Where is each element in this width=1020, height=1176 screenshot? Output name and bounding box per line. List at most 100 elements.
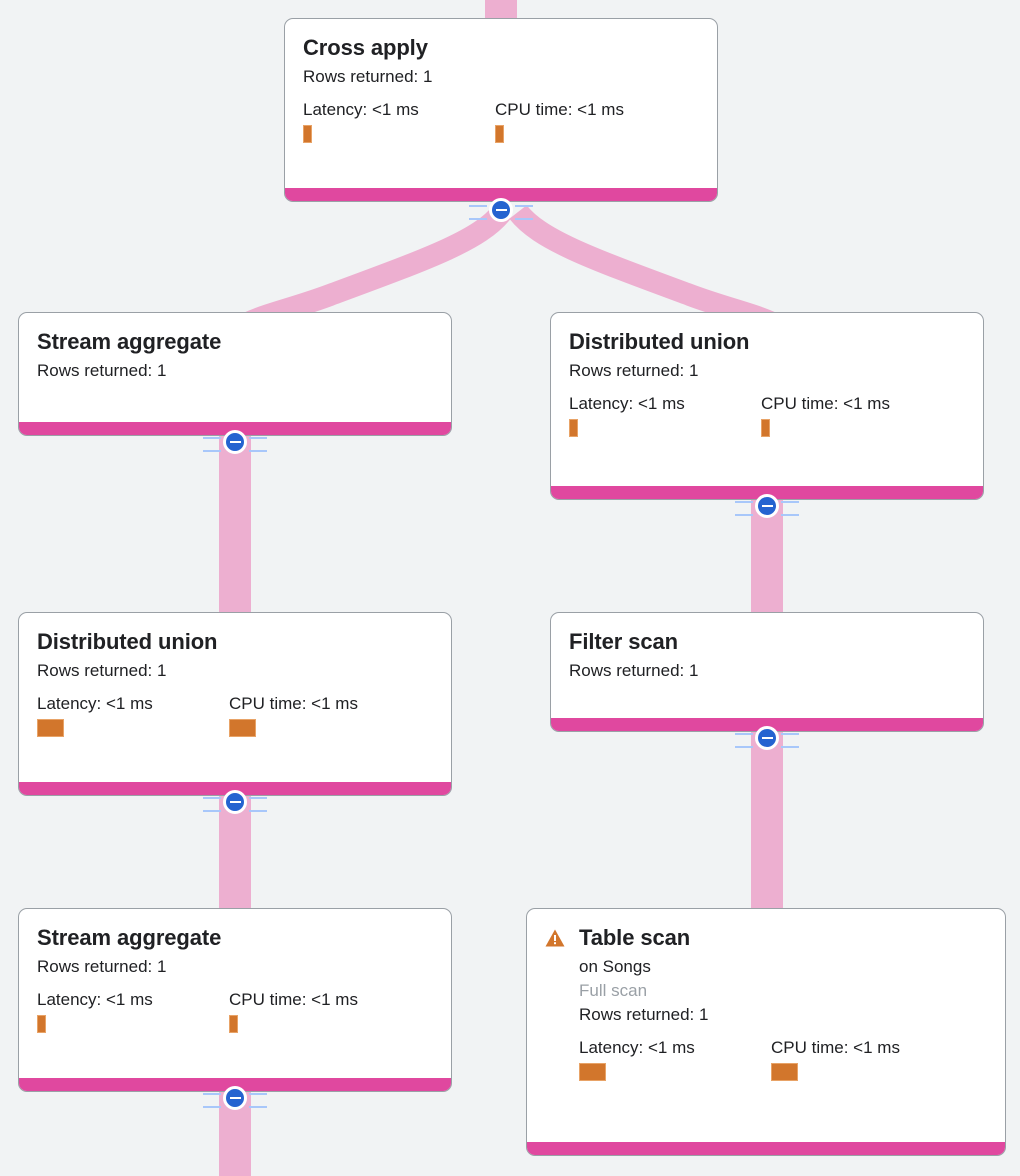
collapse-toggle-stream-aggregate-2[interactable] [203,1083,267,1113]
plan-node-table-scan[interactable]: Table scan on Songs Full scan Rows retur… [526,908,1006,1156]
collapse-toggle-cross-apply[interactable] [469,195,533,225]
edge-distributed-union-right-to-filter-scan [751,498,783,624]
node-content: Stream aggregate Rows returned: 1 Latenc… [37,925,433,1033]
collapse-toggle-stream-aggregate-1[interactable] [203,427,267,457]
plan-node-distributed-union-left[interactable]: Distributed union Rows returned: 1 Laten… [18,612,452,796]
metric-cpu-time: CPU time: <1 ms [229,989,421,1033]
warning-slot [545,925,579,947]
edge-incoming-top [485,0,517,20]
node-content: Stream aggregate Rows returned: 1 [37,329,433,383]
minus-glyph [761,737,773,739]
metric-cpu-time: CPU time: <1 ms [761,393,953,437]
metric-latency-label: Latency: <1 ms [579,1038,695,1057]
node-footer-bar [551,718,983,731]
node-body: Filter scan Rows returned: 1 [551,613,983,718]
node-content: Table scan on Songs Full scan Rows retur… [579,925,987,1081]
edge-stream-aggregate-1-to-distributed-union-left [219,434,251,624]
warning-triangle-icon [545,929,565,947]
node-rows-returned: Rows returned: 1 [569,661,699,680]
node-title: Table scan [579,925,691,950]
metric-latency-bar [569,419,578,437]
toggle-rail-left [203,437,221,452]
metric-latency-label: Latency: <1 ms [569,394,685,413]
node-rows-returned: Rows returned: 1 [569,361,699,380]
metric-latency-label: Latency: <1 ms [37,990,153,1009]
node-rows-returned: Rows returned: 1 [303,67,433,86]
metric-cpu-time: CPU time: <1 ms [229,693,421,737]
node-rows-returned: Rows returned: 1 [37,957,167,976]
metric-latency-bar [579,1063,606,1081]
minus-glyph [229,441,241,443]
toggle-rail-left [469,205,487,220]
node-title: Stream aggregate [37,925,222,950]
plan-node-filter-scan[interactable]: Filter scan Rows returned: 1 [550,612,984,732]
collapse-minus-icon[interactable] [223,1086,247,1110]
collapse-minus-icon[interactable] [489,198,513,222]
node-footer-bar [19,1078,451,1091]
node-body: Table scan on Songs Full scan Rows retur… [527,909,1005,1142]
collapse-minus-icon[interactable] [223,430,247,454]
node-metrics: Latency: <1 ms CPU time: <1 ms [303,99,699,143]
node-title: Distributed union [37,629,218,654]
minus-glyph [495,209,507,211]
node-footer-bar [551,486,983,499]
plan-node-cross-apply[interactable]: Cross apply Rows returned: 1 Latency: <1… [284,18,718,202]
node-scan-type: Full scan [579,981,648,1000]
node-body: Distributed union Rows returned: 1 Laten… [551,313,983,486]
node-body: Distributed union Rows returned: 1 Laten… [19,613,451,782]
node-rows-returned: Rows returned: 1 [579,1005,709,1024]
toggle-rail-right [249,437,267,452]
node-footer-bar [19,782,451,795]
collapse-minus-icon[interactable] [223,790,247,814]
node-body: Cross apply Rows returned: 1 Latency: <1… [285,19,717,188]
collapse-toggle-distributed-union-right[interactable] [735,491,799,521]
metric-latency: Latency: <1 ms [303,99,495,143]
node-footer-bar [285,188,717,201]
metric-cpu-time-bar [229,1015,238,1033]
node-metrics: Latency: <1 ms CPU time: <1 ms [569,393,965,437]
node-content: Distributed union Rows returned: 1 Laten… [569,329,965,437]
toggle-rail-left [203,797,221,812]
node-title: Cross apply [303,35,428,60]
node-body: Stream aggregate Rows returned: 1 Latenc… [19,909,451,1078]
edge-right-branch [509,204,788,330]
plan-node-distributed-union-right[interactable]: Distributed union Rows returned: 1 Laten… [550,312,984,500]
plan-node-stream-aggregate-1[interactable]: Stream aggregate Rows returned: 1 [18,312,452,436]
node-content: Filter scan Rows returned: 1 [569,629,965,683]
metric-cpu-time-bar [771,1063,798,1081]
minus-glyph [229,1097,241,1099]
toggle-rail-left [735,733,753,748]
toggle-rail-left [203,1093,221,1108]
metric-latency: Latency: <1 ms [569,393,761,437]
edge-filter-scan-to-table-scan [751,730,783,914]
metric-cpu-time-label: CPU time: <1 ms [229,694,358,713]
node-footer-bar [527,1142,1005,1155]
node-title: Stream aggregate [37,329,222,354]
toggle-rail-left [735,501,753,516]
toggle-rail-right [249,797,267,812]
edge-distributed-union-left-to-stream-aggregate-2 [219,794,251,914]
collapse-toggle-filter-scan[interactable] [735,723,799,753]
metric-cpu-time-label: CPU time: <1 ms [495,100,624,119]
metric-cpu-time-bar [495,125,504,143]
node-content: Cross apply Rows returned: 1 Latency: <1… [303,35,699,143]
toggle-rail-right [781,501,799,516]
metric-latency: Latency: <1 ms [579,1037,771,1081]
node-metrics: Latency: <1 ms CPU time: <1 ms [37,693,433,737]
node-subtitle: on Songs [579,957,651,976]
edge-left-branch [232,204,511,330]
collapse-toggle-distributed-union-left[interactable] [203,787,267,817]
metric-cpu-time-bar [229,719,256,737]
metric-cpu-time: CPU time: <1 ms [771,1037,963,1081]
collapse-minus-icon[interactable] [755,494,779,518]
metric-latency-label: Latency: <1 ms [37,694,153,713]
collapse-minus-icon[interactable] [755,726,779,750]
metric-cpu-time-label: CPU time: <1 ms [761,394,890,413]
metric-cpu-time-bar [761,419,770,437]
toggle-rail-right [515,205,533,220]
node-body: Stream aggregate Rows returned: 1 [19,313,451,422]
minus-glyph [229,801,241,803]
metric-cpu-time-label: CPU time: <1 ms [229,990,358,1009]
plan-node-stream-aggregate-2[interactable]: Stream aggregate Rows returned: 1 Latenc… [18,908,452,1092]
